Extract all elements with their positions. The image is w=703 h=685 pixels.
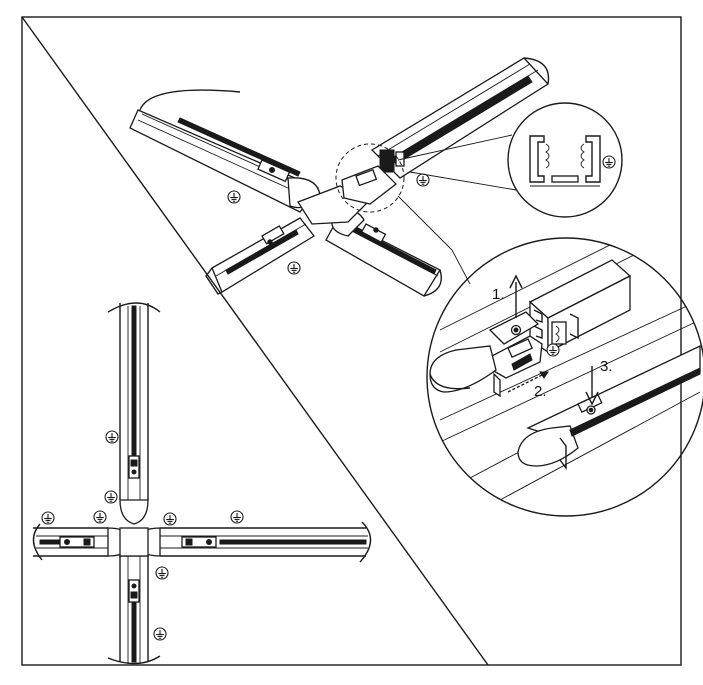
horizontal-track-left — [32, 523, 131, 561]
track-top-view — [32, 302, 372, 665]
ground-icon — [93, 510, 107, 524]
ground-icon — [287, 261, 301, 275]
ground-icon — [153, 627, 167, 641]
track-profile-section — [529, 135, 601, 187]
step2-label: 2. — [534, 383, 547, 400]
ground-icon — [41, 511, 55, 525]
step1-arrow-icon — [509, 274, 523, 318]
step3-label: 3. — [600, 358, 613, 375]
step1-label: 1. — [492, 286, 505, 303]
ground-icon — [230, 510, 244, 524]
frame-border — [21, 16, 682, 666]
track-arm-upper-left — [129, 89, 321, 213]
highlight-circle — [335, 143, 405, 213]
ground-icon — [227, 190, 241, 204]
track-end-profile — [528, 259, 632, 354]
ground-icon — [546, 343, 560, 357]
ground-icon — [416, 173, 430, 187]
vertical-track-top — [107, 302, 161, 525]
assembly-steps-detail: 1. 2. 3. — [397, 195, 703, 517]
x-connector-center — [119, 527, 149, 557]
connector-latch — [488, 311, 543, 398]
horizontal-track-right — [137, 521, 372, 563]
track-arm-upper-right — [370, 57, 550, 179]
track-arm-lower-right — [325, 209, 442, 297]
profile-detail — [397, 102, 623, 218]
step2-arrow-icon — [507, 371, 549, 393]
ground-icon — [163, 512, 177, 526]
ground-icon — [105, 430, 119, 444]
connector-end-cap — [429, 345, 497, 393]
ground-icon — [155, 566, 169, 580]
track-arm-lower-left — [205, 217, 315, 295]
step3-arrow-icon — [585, 366, 599, 406]
ground-icon — [104, 490, 118, 504]
ground-icon — [602, 155, 616, 169]
lower-track — [517, 344, 701, 471]
diagonal-divider — [21, 16, 489, 666]
track-3d-view — [129, 57, 550, 297]
